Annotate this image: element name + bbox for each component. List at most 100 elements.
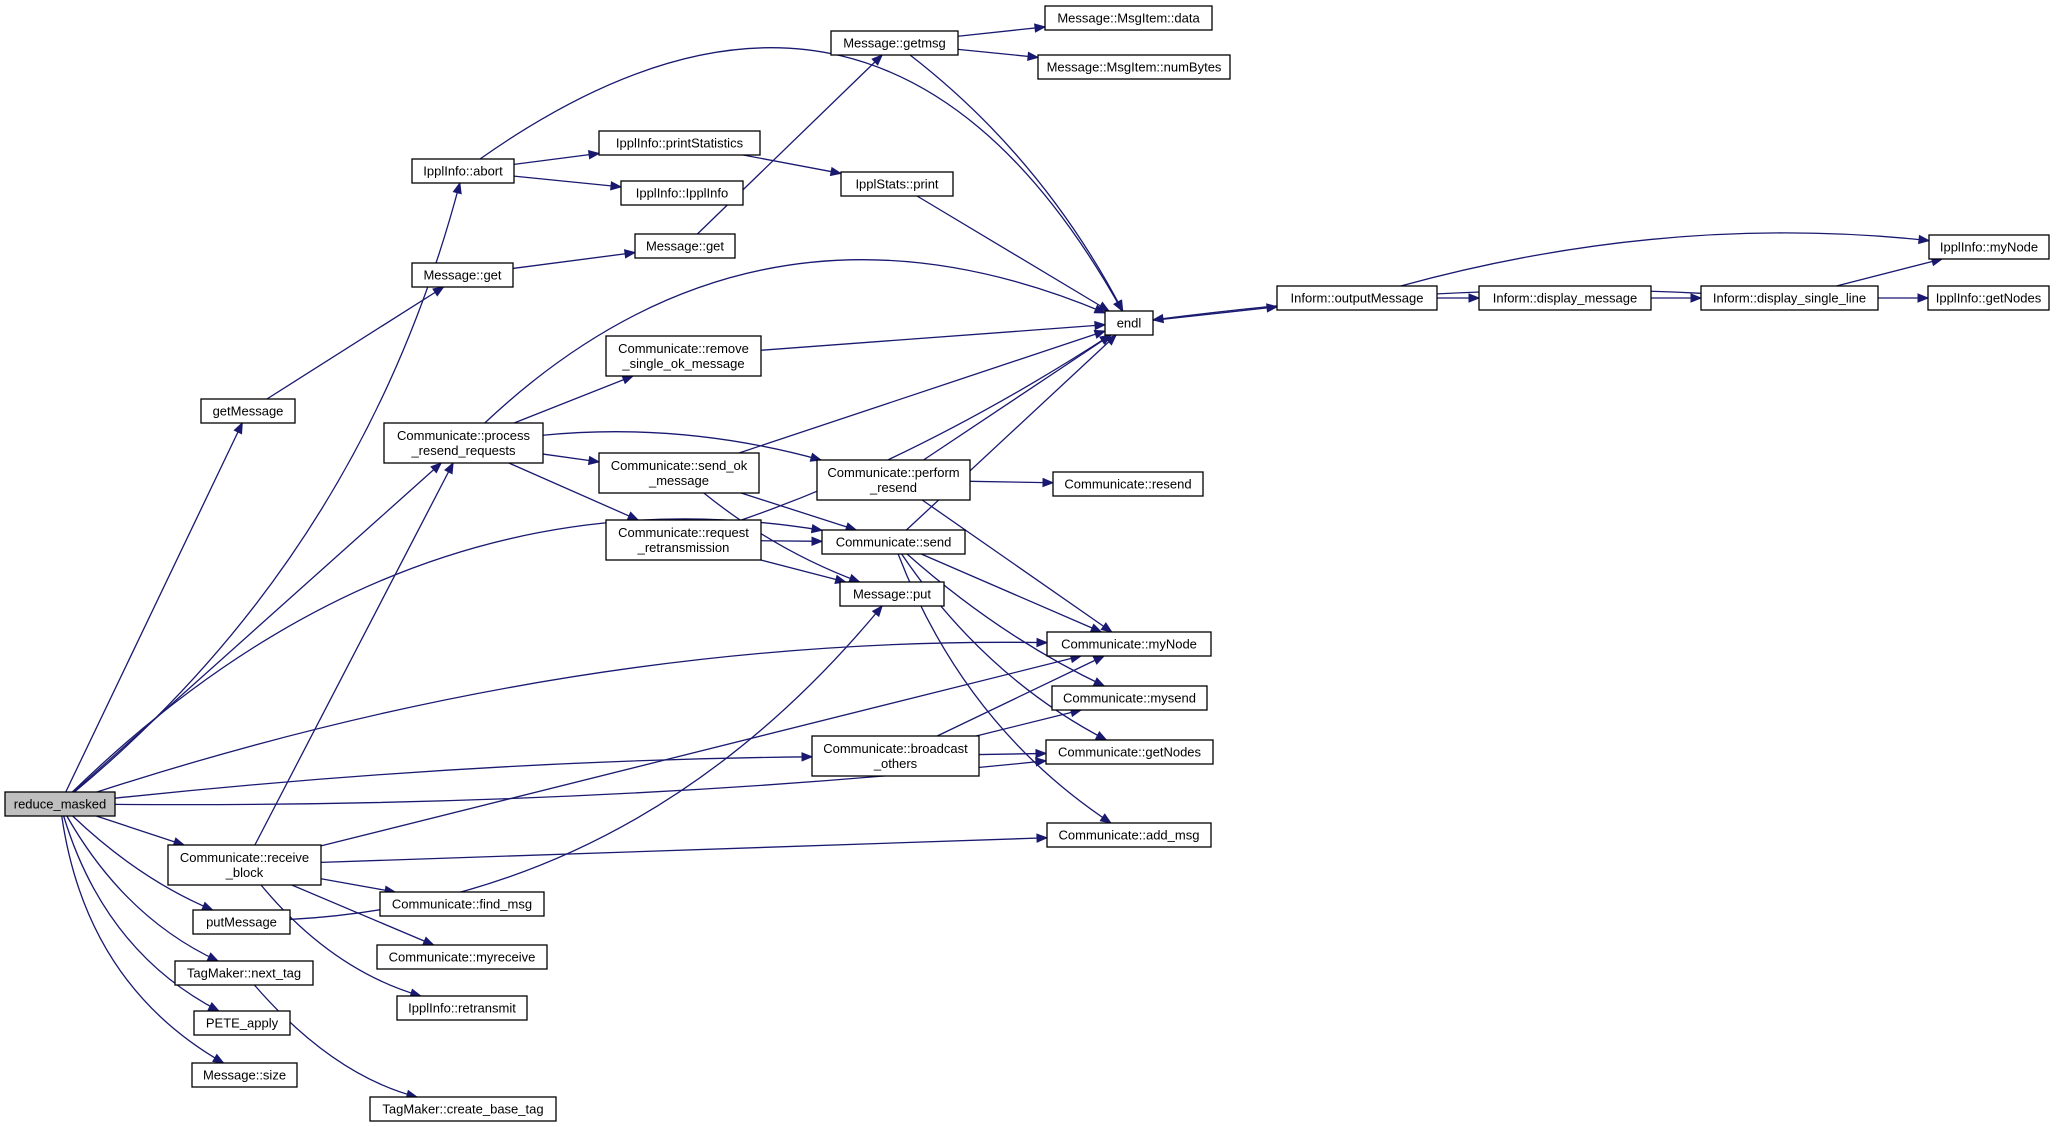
edge-line — [916, 195, 1110, 312]
node-box — [193, 1010, 291, 1036]
node-label: IpplInfo::abort — [423, 164, 503, 179]
arrowhead-icon — [432, 286, 445, 297]
edge-message_get-to-message_get2 — [512, 249, 637, 270]
node-label: Communicate::receive — [180, 850, 309, 865]
edge-getmsg-to-endl — [909, 54, 1124, 313]
edge-line — [508, 462, 639, 521]
node-label: Communicate::send_ok — [611, 458, 748, 473]
node-label: IpplInfo::printStatistics — [616, 136, 744, 151]
node-box — [1051, 685, 1208, 711]
node-label: Message::getmsg — [843, 36, 946, 51]
node-pete-apply[interactable]: PETE_apply — [193, 1010, 291, 1036]
node-ippl-info-ctor[interactable]: IpplInfo::IpplInfo — [620, 180, 744, 206]
edge-line — [479, 47, 1123, 312]
node-comm-add-msg[interactable]: Communicate::add_msg — [1046, 822, 1212, 848]
node-label: Communicate::request — [618, 525, 749, 540]
edge-ippl_abort-to-print_statistics — [513, 150, 601, 166]
node-label: Message::get — [423, 268, 501, 283]
arrowhead-icon — [444, 461, 454, 475]
edge-line — [920, 553, 1102, 633]
edge-line — [542, 431, 822, 461]
node-label: IpplInfo::IpplInfo — [636, 186, 729, 201]
arrowhead-icon — [871, 54, 884, 66]
node-request-retrans[interactable]: Communicate::request_retransmission — [605, 519, 762, 561]
node-msgitem-numbytes[interactable]: Message::MsgItem::numBytes — [1037, 54, 1231, 80]
edge-layer — [61, 23, 1944, 1099]
edge-line — [72, 815, 213, 911]
node-ippl-retransmit[interactable]: IpplInfo::retransmit — [396, 995, 528, 1021]
node-message-get[interactable]: Message::get — [411, 262, 514, 288]
node-label: _block — [225, 865, 264, 880]
arrowhead-icon — [829, 166, 843, 177]
edge-endl-to-output_message — [1152, 303, 1279, 322]
node-box — [605, 335, 762, 377]
edge-line — [266, 286, 444, 400]
edge-process_resend-to-send_ok_message — [542, 453, 601, 466]
node-display-single-line[interactable]: Inform::display_single_line — [1700, 285, 1879, 311]
edge-receive_block-to-process_resend — [254, 461, 454, 846]
node-comm-mysend[interactable]: Communicate::mysend — [1051, 685, 1208, 711]
node-getmsg[interactable]: Message::getmsg — [830, 30, 959, 56]
arrowhead-icon — [810, 523, 824, 534]
node-message-get2[interactable]: Message::get — [634, 233, 736, 259]
node-comm-send[interactable]: Communicate::send — [821, 529, 966, 555]
arrowhead-icon — [811, 536, 824, 546]
node-ipplstats-print[interactable]: IpplStats::print — [840, 171, 954, 197]
edge-reduce_masked-to-message_size — [61, 815, 225, 1064]
edge-line — [114, 756, 813, 799]
edge-line — [320, 655, 1082, 847]
node-comm-mynode[interactable]: Communicate::myNode — [1046, 631, 1212, 657]
node-output-message[interactable]: Inform::outputMessage — [1276, 285, 1438, 311]
node-get-message[interactable]: getMessage — [200, 398, 296, 424]
node-ippl-abort[interactable]: IpplInfo::abort — [411, 158, 515, 184]
node-comm-resend[interactable]: Communicate::resend — [1052, 471, 1204, 497]
edge-line — [72, 462, 442, 793]
node-receive-block[interactable]: Communicate::receive_block — [167, 844, 322, 886]
node-remove-single-ok[interactable]: Communicate::remove_single_ok_message — [605, 335, 762, 377]
node-message-put[interactable]: Message::put — [839, 581, 945, 607]
edge-line — [71, 518, 823, 793]
node-ippl-getnodes[interactable]: IpplInfo::getNodes — [1927, 285, 2050, 311]
node-create-base-tag[interactable]: TagMaker::create_base_tag — [369, 1096, 557, 1122]
edge-line — [253, 984, 418, 1098]
arrowhead-icon — [201, 901, 214, 911]
edge-line — [909, 54, 1124, 312]
node-message-size[interactable]: Message::size — [191, 1062, 298, 1088]
node-label: _retransmission — [637, 540, 730, 555]
arrowhead-icon — [809, 452, 823, 462]
node-print-statistics[interactable]: IpplInfo::printStatistics — [598, 130, 761, 156]
arrowhead-icon — [1690, 293, 1703, 303]
edge-line — [743, 154, 842, 175]
node-send-ok-message[interactable]: Communicate::send_ok_message — [598, 452, 760, 494]
node-ippl-mynode[interactable]: IpplInfo::myNode — [1928, 234, 2050, 260]
node-broadcast-others[interactable]: Communicate::broadcast_others — [811, 735, 980, 777]
arrowhead-icon — [1035, 757, 1048, 767]
node-myreceive[interactable]: Communicate::myreceive — [376, 944, 548, 970]
edge-message_get2-to-getmsg — [696, 54, 884, 235]
node-find-msg[interactable]: Communicate::find_msg — [379, 891, 545, 917]
node-msgitem-data[interactable]: Message::MsgItem::data — [1044, 5, 1213, 31]
node-box — [821, 529, 966, 555]
edge-line — [96, 815, 185, 846]
node-perform-resend[interactable]: Communicate::perform_resend — [816, 459, 971, 501]
node-box — [840, 171, 954, 197]
node-display-message[interactable]: Inform::display_message — [1478, 285, 1652, 311]
node-label: _resend_requests — [410, 443, 516, 458]
node-endl[interactable]: endl — [1104, 310, 1154, 336]
node-next-tag[interactable]: TagMaker::next_tag — [174, 960, 314, 986]
arrowhead-icon — [587, 150, 601, 160]
node-label: Communicate::add_msg — [1059, 828, 1200, 843]
node-label: Communicate::perform — [827, 465, 959, 480]
node-process-resend[interactable]: Communicate::process_resend_requests — [383, 422, 544, 464]
edge-broadcast_others-to-comm_mysend — [976, 707, 1083, 737]
node-label: Communicate::send — [836, 535, 952, 550]
edge-line — [66, 815, 219, 962]
edge-line — [741, 334, 1111, 521]
node-comm-getnodes[interactable]: Communicate::getNodes — [1045, 739, 1214, 765]
arrowhead-icon — [1092, 677, 1106, 687]
node-box — [1700, 285, 1879, 311]
node-put-message[interactable]: putMessage — [192, 909, 291, 935]
edge-reduce_masked-to-get_message — [65, 421, 243, 793]
arrowhead-icon — [1093, 304, 1107, 314]
edge-comm_send-to-endl — [905, 334, 1118, 531]
